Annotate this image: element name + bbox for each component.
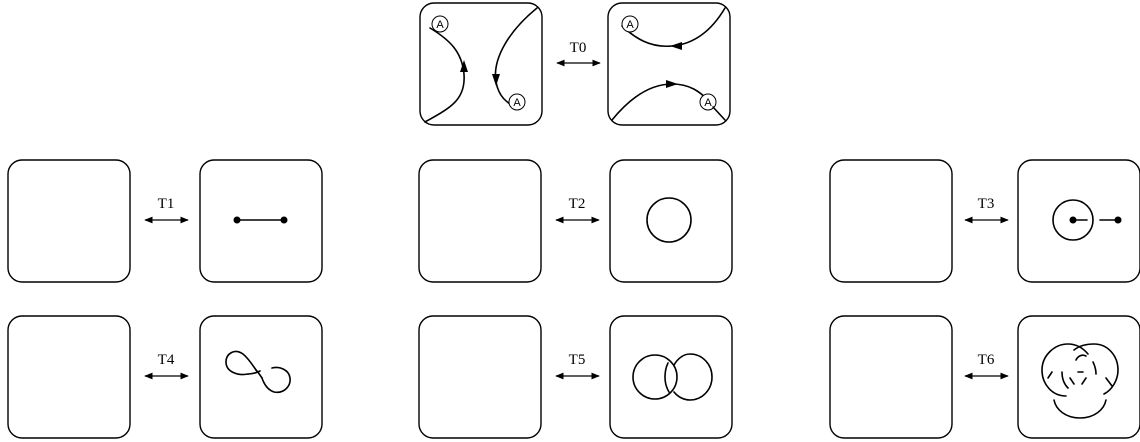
t3-arrow: T3 <box>964 196 1009 224</box>
t0-label: T0 <box>570 40 587 56</box>
move-t5: T5 <box>418 315 733 439</box>
t3-circle <box>1052 199 1094 241</box>
t0-left-panel: A A <box>419 2 543 126</box>
t0-arrow: T0 <box>556 40 601 67</box>
t3-vertex-outer <box>1114 216 1122 224</box>
t0-left-tag-bottom-text: A <box>513 97 521 109</box>
t0-left-arrowhead-down <box>492 74 500 86</box>
t0-right-strand-2 <box>611 83 709 121</box>
t1-right-panel <box>199 159 323 283</box>
t3-label: T3 <box>978 196 995 212</box>
t4-arrow: T4 <box>144 352 189 380</box>
t1-arrow: T1 <box>144 196 189 224</box>
t0-left-strand-1 <box>424 27 465 123</box>
t4-upper-loop <box>225 350 257 376</box>
t6-arrow: T6 <box>964 352 1009 380</box>
t5-left-panel <box>418 315 542 439</box>
t2-label: T2 <box>569 196 586 212</box>
t1-vertex-left <box>233 216 241 224</box>
t0-right-tag-top <box>621 15 639 33</box>
t0-left-tag-top <box>431 15 449 33</box>
t1-label: T1 <box>158 196 175 212</box>
t5-circle-right <box>673 353 713 401</box>
move-t6: T6 <box>829 315 1140 439</box>
t5-arrow: T5 <box>555 352 600 380</box>
t2-left-panel <box>418 159 542 283</box>
move-t4: T4 <box>7 315 323 439</box>
move-t1: T1 <box>7 159 323 283</box>
t0-right-arrowhead-right <box>666 80 678 88</box>
t6-ring-left <box>1041 343 1089 397</box>
t0-left-tag-bottom <box>508 93 526 111</box>
t0-right-tag-bottom-text: A <box>704 97 712 109</box>
t5-label: T5 <box>569 352 586 368</box>
t6-right-panel <box>1017 315 1140 439</box>
t3-left-panel <box>829 159 953 283</box>
move-t2: T2 <box>418 159 733 283</box>
t3-vertex-center <box>1069 216 1077 224</box>
t4-right-panel <box>199 315 323 439</box>
t4-label: T4 <box>158 352 175 368</box>
t0-right-panel: A A <box>607 2 731 126</box>
t0-right-tag-bottom <box>699 93 717 111</box>
t4-lower-loop <box>261 366 291 394</box>
t6-ring-right <box>1073 343 1119 395</box>
t0-left-strand-2 <box>494 7 538 109</box>
t0-left-arrowhead-up <box>460 60 468 72</box>
t0-left-tag-top-text: A <box>436 19 444 31</box>
t5-circle-left <box>632 354 678 400</box>
t4-left-panel <box>7 315 131 439</box>
t5-right-panel <box>609 315 733 439</box>
t1-left-panel <box>7 159 131 283</box>
t2-right-panel <box>609 159 733 283</box>
t6-label: T6 <box>978 352 995 368</box>
t6-ring-bottom <box>1053 399 1107 419</box>
t2-arrow: T2 <box>555 196 600 224</box>
t2-circle <box>646 197 692 243</box>
move-t0: A A T0 A A <box>419 2 731 126</box>
t6-left-panel <box>829 315 953 439</box>
t1-vertex-right <box>280 216 288 224</box>
t0-right-arrowhead-left <box>670 42 682 50</box>
move-t3: T3 <box>829 159 1140 283</box>
t3-right-panel <box>1017 159 1140 283</box>
t0-right-tag-top-text: A <box>626 19 634 31</box>
